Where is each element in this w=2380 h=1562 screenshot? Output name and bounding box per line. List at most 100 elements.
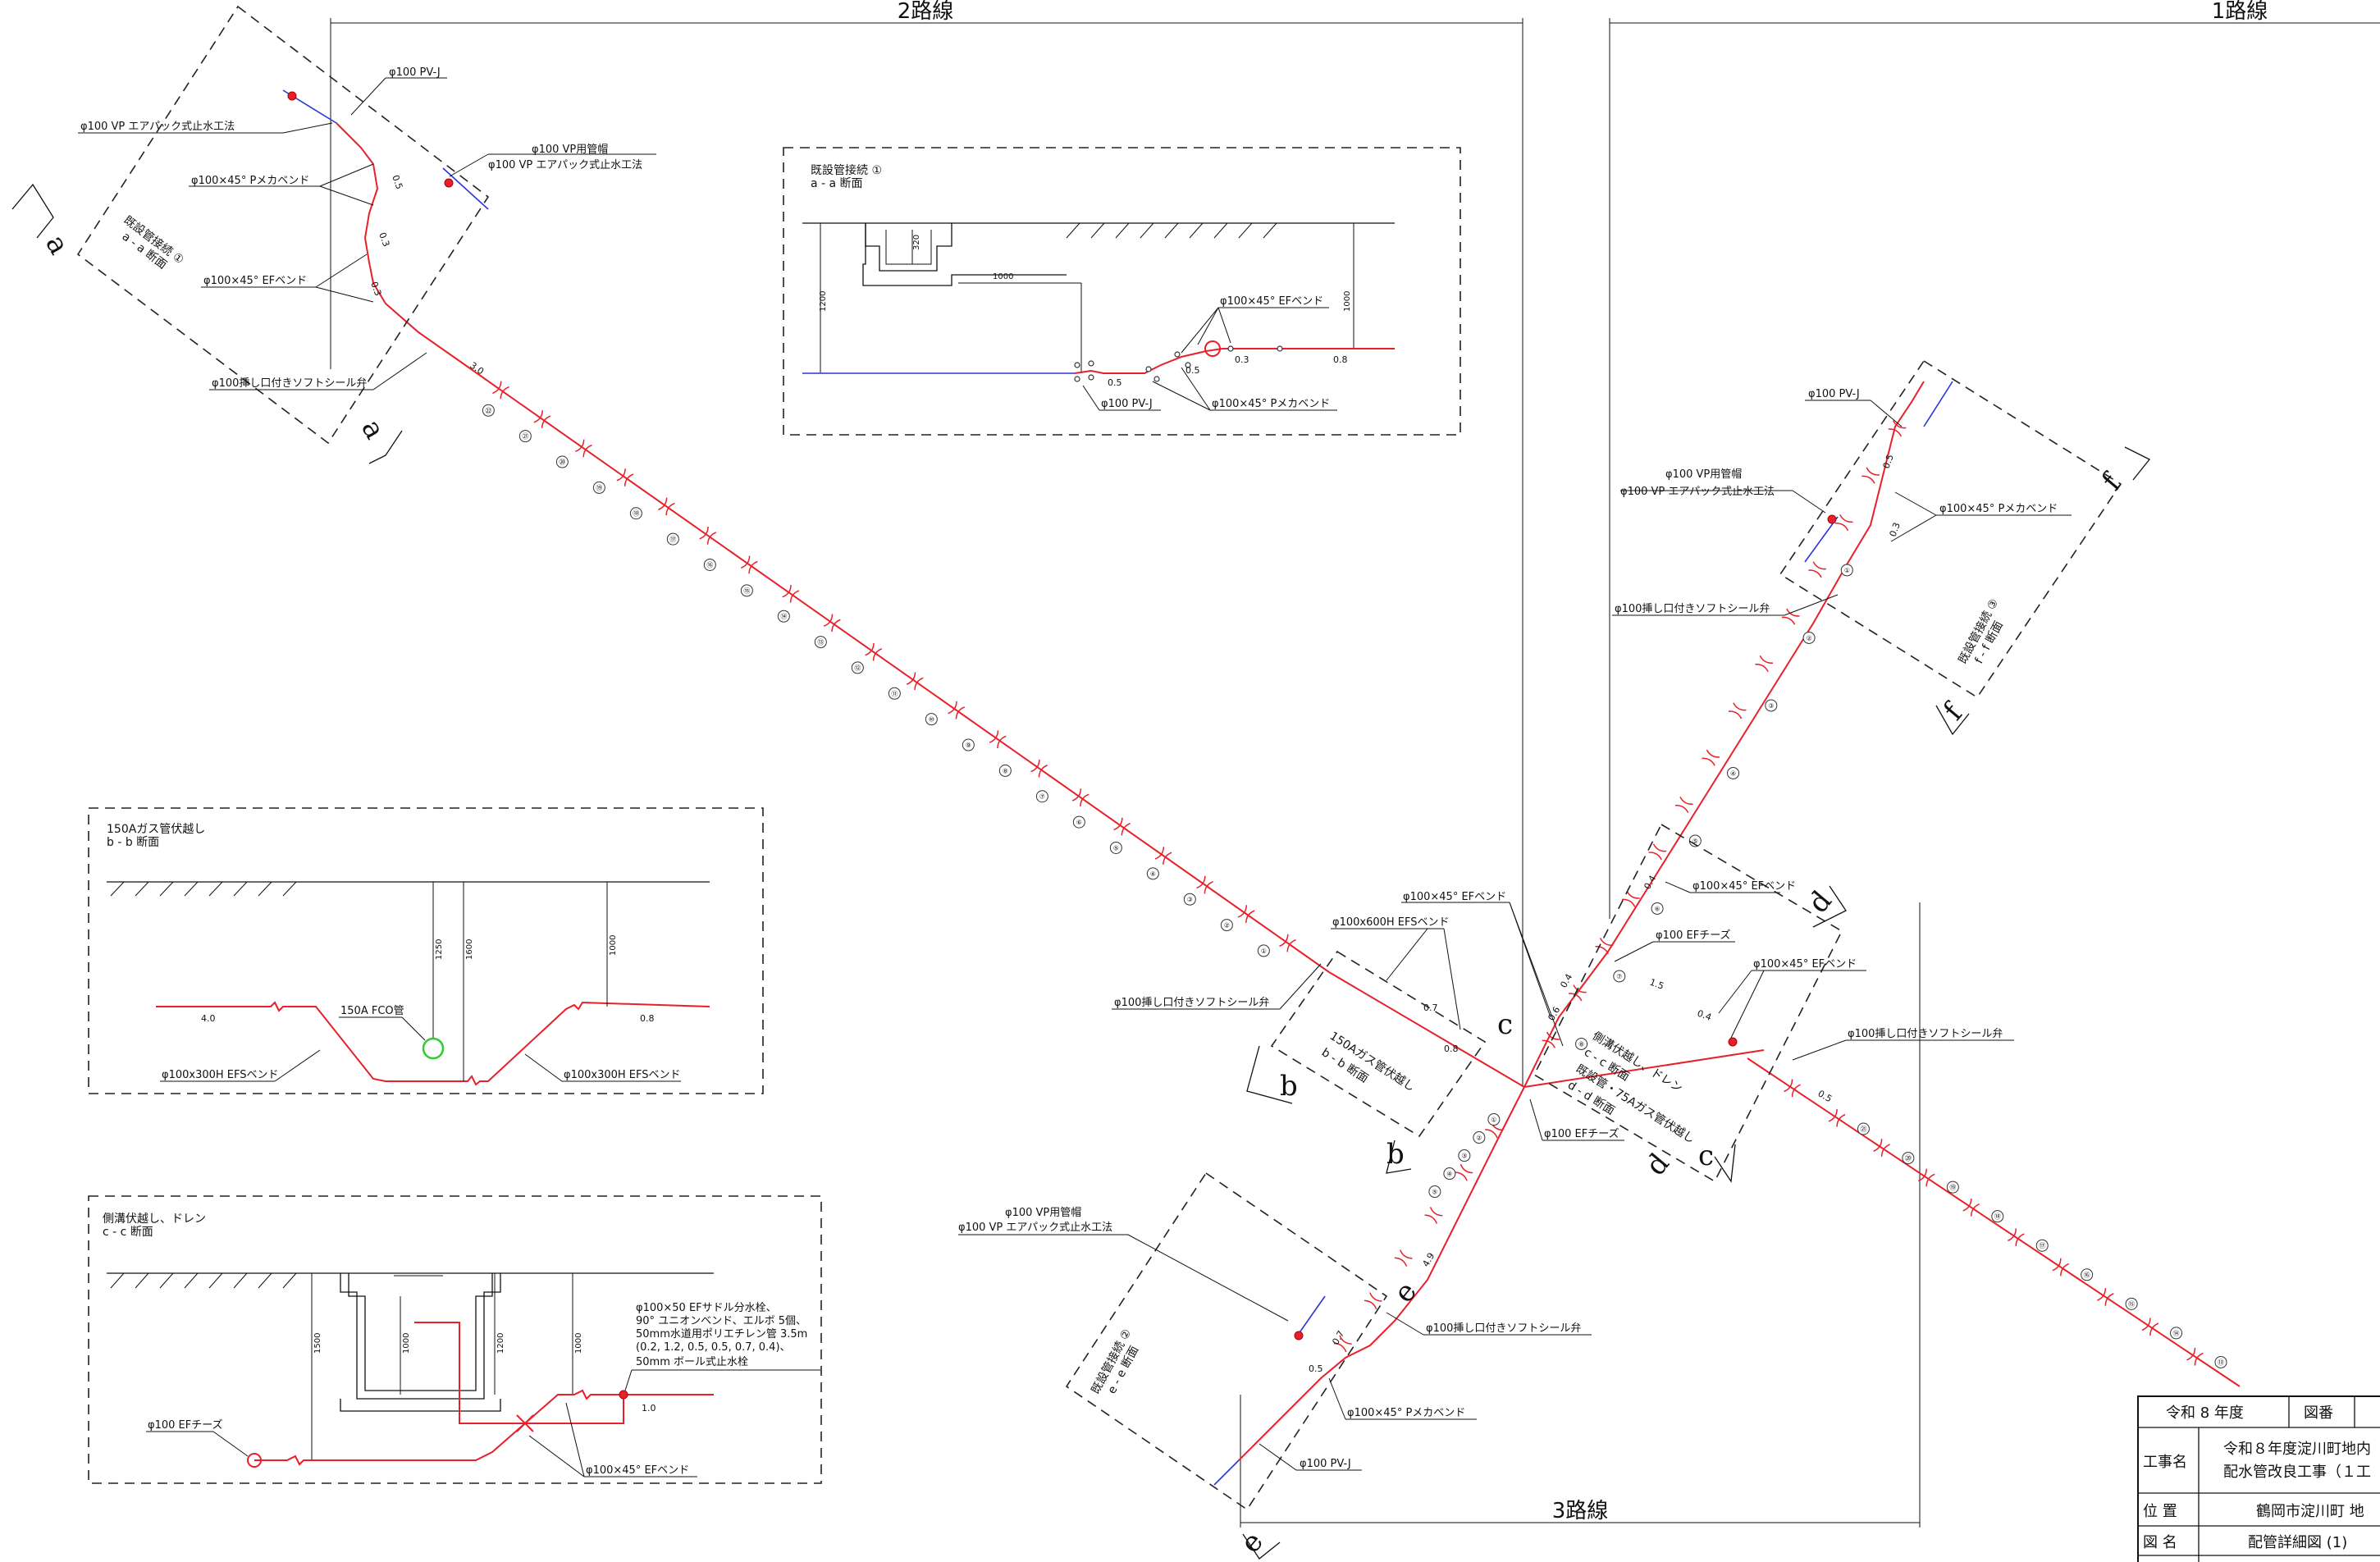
pipe-number-circle	[925, 713, 938, 726]
svg-text:c: c	[1698, 1140, 1714, 1172]
tb-location: 鶴岡市淀川町 地	[2256, 1503, 2364, 1520]
pipe-number-circle	[482, 404, 495, 417]
pipe-number-lower: ⑬	[2218, 1359, 2224, 1366]
label-pvj-1: φ100 PV-J	[389, 66, 441, 79]
svg-text:0.5: 0.5	[1881, 453, 1896, 470]
pipe-number-circle	[1840, 564, 1853, 577]
pipe-number-main: ⑱	[633, 510, 639, 518]
svg-text:φ100 PV-J: φ100 PV-J	[1101, 398, 1153, 410]
pipe-joint	[823, 614, 841, 633]
pipe-joint	[1702, 749, 1720, 766]
label-airpack-1: φ100 VP エアパック式止水工法	[80, 121, 235, 133]
pipe-number-branch1: ②	[1806, 634, 1811, 642]
pipe-number-main: ㉑	[522, 433, 528, 441]
svg-text:b: b	[1280, 1070, 1298, 1103]
svg-text:1.5: 1.5	[1648, 977, 1665, 992]
pipe-number-main: ①	[1261, 948, 1267, 955]
pipe-joint	[1784, 1079, 1801, 1098]
svg-text:d: d	[1802, 884, 1839, 919]
label-ef-bend-4: φ100×45° EFベンド	[1753, 958, 1857, 971]
pipe-number-branch1: ③	[1768, 702, 1774, 710]
svg-text:0.8: 0.8	[640, 1013, 655, 1024]
svg-text:1000: 1000	[993, 272, 1013, 281]
pipe-number-circle	[2125, 1297, 2138, 1310]
pipe-joint	[1071, 788, 1090, 806]
pipe-joint	[1569, 984, 1587, 1002]
pipe-joint	[533, 410, 551, 428]
label-pvj-2: φ100 PV-J	[1300, 1458, 1351, 1470]
route-2-dimension: 2路線	[330, 0, 1523, 1087]
pipe-joint	[1873, 1139, 1890, 1157]
pipe-joint	[782, 584, 800, 603]
main-pipe-route-1	[1523, 381, 1925, 1088]
svg-text:e: e	[1387, 1276, 1423, 1309]
pipe-joint	[1808, 561, 1826, 578]
svg-text:0.7: 0.7	[1330, 1329, 1346, 1347]
pipe-number-branch1: ⑥	[1654, 905, 1660, 912]
tb-location-label: 位 置	[2143, 1503, 2177, 1520]
pipe-number-circle	[703, 558, 716, 571]
route-1-label: 1路線	[2212, 0, 2268, 24]
pipe-number-main: ⑥	[1076, 819, 1082, 826]
pipe-joint	[1888, 420, 1907, 437]
svg-text:0.5: 0.5	[1185, 365, 1200, 376]
pipe-number-circle	[592, 481, 605, 494]
pipe-number-circle	[1857, 1122, 1870, 1135]
label-p-mecha-2: φ100×45° Pメカベンド	[1347, 1407, 1465, 1419]
pipe-number-main: ④	[1150, 870, 1156, 878]
pipe-number-main: ⑭	[780, 613, 787, 620]
pipe-joint	[1237, 905, 1255, 923]
label-airpack-3: φ100 VP エアパック式止水工法	[958, 1222, 1112, 1234]
pipe-number-circle	[740, 584, 753, 597]
pipe-number-circle	[1727, 766, 1740, 779]
pipe-number-lower: ⑲	[1949, 1184, 1956, 1191]
label-airpack-2: φ100 VP エアパック式止水工法	[488, 159, 642, 171]
pipe-number-circle	[1802, 631, 1816, 644]
svg-text:150A FCO管: 150A FCO管	[340, 1005, 404, 1017]
pipe-number-circle	[1651, 902, 1664, 915]
label-vp-cap-1: φ100 VP用管帽	[532, 143, 608, 156]
pipe-joint	[2052, 1258, 2070, 1277]
svg-text:b: b	[1386, 1138, 1405, 1171]
pipe-number-circle	[1487, 1113, 1501, 1126]
svg-text:0.3: 0.3	[1888, 521, 1903, 538]
pipe-joint	[1113, 817, 1131, 836]
pipe-joint	[1333, 1335, 1352, 1353]
pipe-number-lower: ⑭	[2173, 1330, 2180, 1337]
pipe-joint	[616, 468, 634, 486]
detail-gas-title: 150Aガス管伏越し	[107, 823, 205, 836]
pipe-number-circle	[851, 661, 864, 674]
pipe-joint	[1364, 1292, 1382, 1310]
label-soft-seal-5: φ100挿し口付きソフトシール弁	[1615, 603, 1770, 615]
svg-text:d: d	[1639, 1147, 1676, 1181]
tb-project-1: 令和８年度淀川町地内	[2223, 1441, 2371, 1458]
drain-note-0: φ100×50 EFサドル分水栓、	[636, 1302, 777, 1314]
pipe-joint	[948, 701, 966, 719]
svg-text:1200: 1200	[496, 1333, 505, 1354]
pipe-number-main: ③	[1187, 896, 1193, 903]
svg-text:1000: 1000	[574, 1333, 583, 1354]
tb-drawing-no-label: 図番	[2304, 1404, 2333, 1422]
pipe-joint	[865, 642, 883, 661]
pipe-number-main: ⑳	[559, 459, 565, 466]
label-ef-bend-2: φ100×45° EFベンド	[1403, 891, 1506, 903]
svg-text:1000: 1000	[609, 935, 618, 956]
svg-text:0.4: 0.4	[1696, 1008, 1713, 1023]
label-pvj-3: φ100 PV-J	[1808, 388, 1860, 400]
label-soft-seal-2: φ100挿し口付きソフトシール弁	[1114, 997, 1269, 1009]
svg-text:φ100×45° EFベンド: φ100×45° EFベンド	[1220, 295, 1323, 308]
pipe-number-circle	[1443, 1167, 1456, 1181]
pipe-joint	[1834, 514, 1853, 532]
pipe-joint	[1781, 608, 1800, 625]
pipe-number-branch1: ⑦	[1616, 973, 1622, 980]
pipe-number-main: ②	[1224, 922, 1230, 929]
svg-text:φ100 EFチーズ: φ100 EFチーズ	[148, 1418, 223, 1432]
pipe-joint	[2141, 1318, 2159, 1336]
pipe-number-branch1: ④	[1730, 770, 1736, 777]
pipe-number-branch1: ①	[1844, 567, 1850, 574]
pipe-number-main: ⑨	[966, 742, 971, 749]
svg-text:f: f	[2095, 467, 2128, 497]
pipe-number-circle	[1072, 815, 1085, 829]
pipe-number-circle	[1991, 1210, 2004, 1223]
